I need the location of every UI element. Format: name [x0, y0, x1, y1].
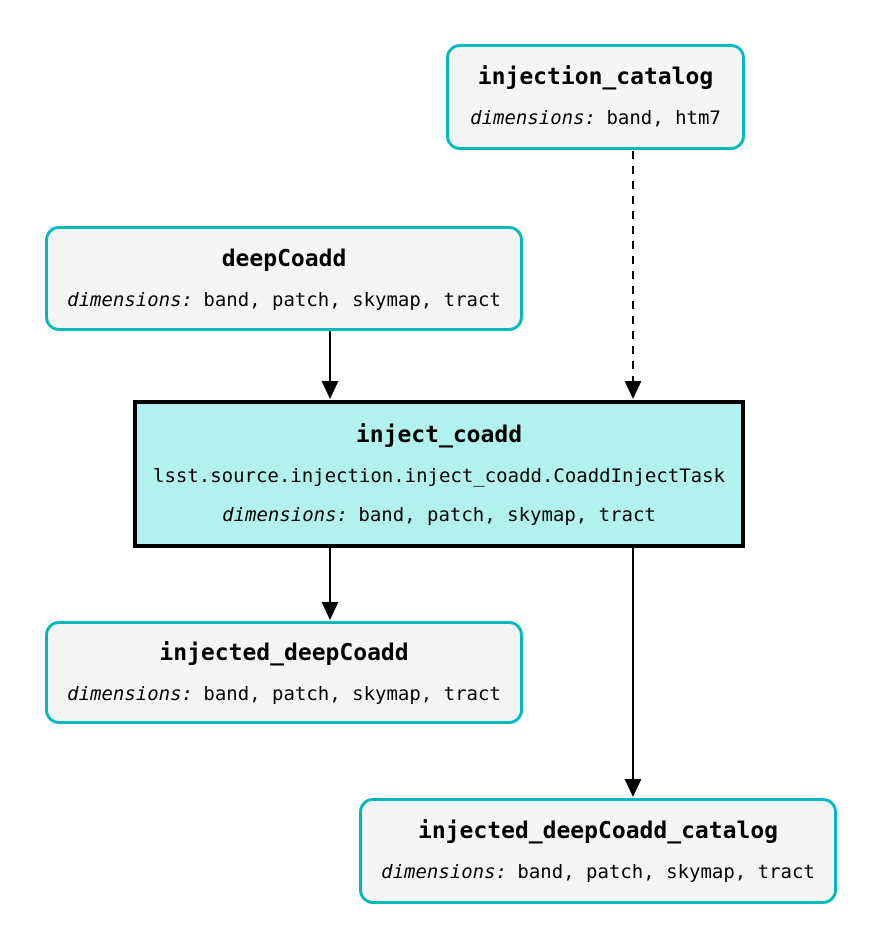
dimensions-value: band, patch, skymap, tract	[203, 682, 501, 705]
node-dimensions: dimensions: band, htm7	[470, 107, 721, 130]
node-title: injection_catalog	[477, 64, 714, 90]
dimensions-value: band, patch, skymap, tract	[203, 288, 501, 311]
dimensions-value: band, htm7	[606, 107, 721, 129]
dataset-node-injection-catalog: injection_catalog dimensions: band, htm7	[446, 44, 745, 150]
task-node-inject-coadd: inject_coadd lsst.source.injection.injec…	[133, 400, 745, 548]
node-dimensions: dimensions: band, patch, skymap, tract	[381, 861, 815, 884]
dataset-node-injected-deepCoadd: injected_deepCoadd dimensions: band, patc…	[45, 621, 523, 724]
dimensions-label: dimensions:	[381, 861, 507, 883]
node-dimensions: dimensions: band, patch, skymap, tract	[67, 289, 501, 312]
dimensions-value: band, patch, skymap, tract	[517, 861, 815, 883]
node-title: injected_deepCoadd_catalog	[417, 818, 779, 844]
node-title: inject_coadd	[355, 421, 523, 448]
task-class: lsst.source.injection.inject_coadd.Coadd…	[153, 464, 725, 487]
dataset-node-deepCoadd: deepCoadd dimensions: band, patch, skymap…	[45, 226, 523, 331]
dimensions-label: dimensions:	[222, 503, 348, 526]
dataset-node-injected-deepCoadd-catalog: injected_deepCoadd_catalog dimensions: ba…	[359, 798, 837, 904]
node-dimensions: dimensions: band, patch, skymap, tract	[67, 683, 501, 706]
dimensions-label: dimensions:	[470, 107, 596, 129]
node-title: injected_deepCoadd	[159, 639, 409, 666]
dimensions-label: dimensions:	[67, 288, 193, 311]
edge-inject_coadd-to-injected_deepCoadd-arrowhead	[321, 602, 339, 620]
node-dimensions: dimensions: band, patch, skymap, tract	[222, 504, 656, 527]
edge-deepCoadd-to-inject_coadd-arrowhead	[321, 381, 339, 399]
dimensions-value: band, patch, skymap, tract	[358, 503, 656, 526]
edge-inject_coadd-to-injected_deepCoadd_catalog-arrowhead	[624, 779, 642, 797]
node-title: deepCoadd	[221, 245, 347, 272]
dimensions-label: dimensions:	[67, 682, 193, 705]
edge-injection_catalog-to-inject_coadd-arrowhead	[624, 381, 642, 399]
